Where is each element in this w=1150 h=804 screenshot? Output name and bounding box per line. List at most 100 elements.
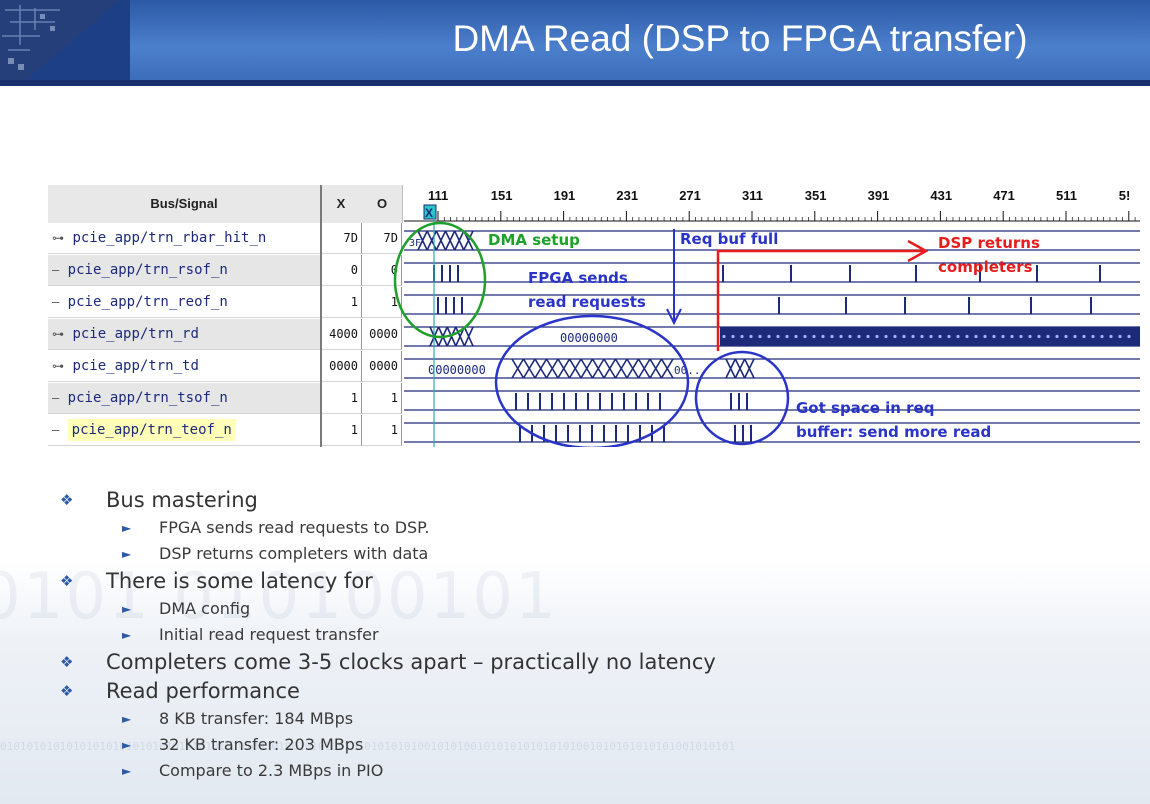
signal-name[interactable]: — pcie_app/trn_tsof_n	[48, 383, 320, 414]
completers-arrowhead	[907, 239, 929, 263]
td-transition	[734, 358, 746, 379]
rd-data-dot	[830, 334, 834, 339]
dsp-returns-label-1: DSP returns	[938, 234, 1040, 252]
td-transition	[637, 358, 651, 379]
rd-data-dot	[884, 334, 888, 339]
req-buf-full-arrowhead	[666, 308, 682, 326]
tree-branch-icon: —	[52, 391, 60, 405]
signal-name[interactable]: ⊶ pcie_app/trn_rd	[48, 319, 320, 350]
bullet-item: ❖Read performance	[60, 677, 1120, 706]
fpga-sends-label-2: read requests	[528, 293, 646, 311]
signal-label: pcie_app/trn_reof_n	[67, 294, 228, 310]
sub-bullet-text: FPGA sends read requests to DSP.	[159, 518, 430, 537]
o-value: 0000	[362, 351, 402, 382]
got-space-label-2: buffer: send more read	[796, 423, 992, 441]
td-transition	[660, 358, 674, 379]
td-transition	[511, 358, 525, 379]
rd-transition	[463, 326, 474, 347]
rd-data-dot	[794, 334, 798, 339]
td-transition	[725, 358, 737, 379]
triangle-bullet-icon: ►	[122, 521, 132, 535]
o-value: 1	[362, 383, 402, 414]
sub-bullet-text: DSP returns completers with data	[159, 544, 429, 563]
rd-data-dot	[911, 334, 915, 339]
rd-data-dot	[722, 334, 726, 339]
rd-data-dot	[758, 334, 762, 339]
triangle-bullet-icon: ►	[122, 602, 132, 616]
signal-name[interactable]: ⊶ pcie_app/trn_td	[48, 351, 320, 382]
rd-data-dot	[1127, 334, 1131, 339]
signal-label: pcie_app/trn_tsof_n	[67, 390, 228, 406]
rd-data-dot	[920, 334, 924, 339]
o-column-header[interactable]: O	[362, 185, 403, 223]
triangle-bullet-icon: ►	[122, 712, 132, 726]
tree-branch-icon: —	[52, 295, 60, 309]
rd-data-dot	[776, 334, 780, 339]
bullet-text: Read performance	[106, 679, 300, 703]
td-transition	[522, 358, 536, 379]
x-value: 1	[320, 415, 362, 446]
signal-column-header[interactable]: Bus/Signal	[48, 185, 321, 223]
sub-bullet-text: 8 KB transfer: 184 MBps	[159, 709, 354, 728]
td-transition	[626, 358, 640, 379]
triangle-bullet-icon: ►	[122, 628, 132, 642]
time-tick-label: 311	[742, 188, 763, 203]
fpga-sends-label-1: FPGA sends	[528, 269, 628, 287]
signal-name[interactable]: ⊶ pcie_app/trn_rbar_hit_n	[48, 223, 320, 254]
expand-bus-icon[interactable]: ⊶	[52, 327, 64, 341]
x-value: 1	[320, 383, 362, 414]
cursor-x-glyph: X	[425, 206, 433, 220]
background-digits: 0101 010100101	[0, 560, 558, 634]
time-tick-label: 111	[428, 188, 448, 203]
time-tick-label: 151	[491, 188, 513, 203]
signal-name[interactable]: — pcie_app/trn_teof_n	[48, 415, 320, 446]
waveform-header: Bus/Signal X O	[48, 185, 1140, 223]
td-transition	[580, 358, 594, 379]
sub-bullet-item: ► FPGA sends read requests to DSP.	[60, 515, 1120, 541]
waveform-viewer[interactable]: Bus/Signal X O ⊶ pcie_app/trn_rbar_hit_n…	[48, 185, 1140, 447]
rd-data-dot	[965, 334, 969, 339]
expand-bus-icon[interactable]: ⊶	[52, 231, 64, 245]
td-transition	[743, 358, 755, 379]
slide-title: DMA Read (DSP to FPGA transfer)	[452, 18, 1028, 59]
signal-label: pcie_app/trn_td	[72, 358, 199, 374]
signal-name[interactable]: — pcie_app/trn_rsof_n	[48, 255, 320, 286]
time-tick-label: 431	[930, 188, 952, 203]
rd-data-dot	[857, 334, 861, 339]
triangle-bullet-icon: ►	[122, 547, 132, 561]
diamond-bullet-icon: ❖	[60, 572, 74, 590]
o-value: 7D	[362, 223, 402, 254]
time-tick-label: 511	[1056, 188, 1077, 203]
rd-data-dot	[875, 334, 879, 339]
expand-bus-icon[interactable]: ⊶	[52, 359, 64, 373]
rd-data-dot	[1019, 334, 1023, 339]
rd-data-dot	[1010, 334, 1014, 339]
o-value: 1	[362, 415, 402, 446]
td-transition	[545, 358, 559, 379]
rd-data-dot	[767, 334, 771, 339]
x-column-header[interactable]: X	[320, 185, 363, 223]
triangle-bullet-icon: ►	[122, 738, 132, 752]
sub-bullet-item: ► DSP returns completers with data	[60, 541, 1120, 567]
sub-bullet-item: ►Compare to 2.3 MBps in PIO	[60, 758, 1120, 784]
signal-name[interactable]: — pcie_app/trn_reof_n	[48, 287, 320, 318]
rd-data-dot	[929, 334, 933, 339]
bullet-text: Completers come 3-5 clocks apart – pract…	[106, 650, 716, 674]
td-transition	[557, 358, 571, 379]
sub-bullet-text: Compare to 2.3 MBps in PIO	[159, 761, 384, 780]
circuit-board-image	[0, 0, 130, 86]
signal-label: pcie_app/trn_rbar_hit_n	[72, 230, 267, 246]
title-underline	[0, 80, 1150, 86]
sub-bullet-item: ► 8 KB transfer: 184 MBps	[60, 706, 1120, 732]
signal-label: pcie_app/trn_teof_n	[67, 419, 236, 441]
time-tick-label: 391	[868, 188, 890, 203]
rd-data-dot	[1064, 334, 1068, 339]
